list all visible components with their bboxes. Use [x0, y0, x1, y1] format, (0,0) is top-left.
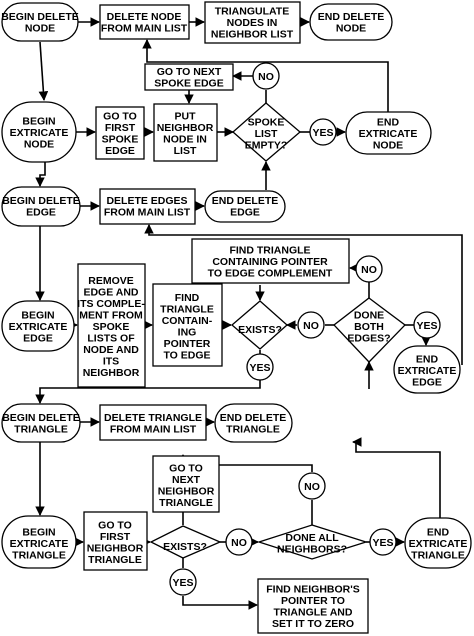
yes-spoke-label: YES: [312, 127, 333, 139]
find-triangle-complement-box: [191, 238, 350, 284]
end-extricate-triangle-terminal: [404, 517, 472, 569]
no-exists-edge-label: NO: [303, 320, 319, 332]
go-first-neighbor-box: [83, 511, 148, 571]
yes-exists-triangle-connector: [169, 568, 197, 596]
done-all-neighbors-decision: [256, 524, 369, 560]
end-delete-triangle-terminal: [214, 403, 293, 443]
exists-edge-label: EXISTS?: [238, 324, 282, 336]
no-spoke-connector: [252, 62, 280, 90]
end-delete-node-terminal: [309, 3, 393, 41]
begin-delete-triangle-terminal: [1, 403, 81, 443]
done-both-edges-decision: [333, 297, 406, 363]
yes-exists-edge-label: YES: [249, 362, 270, 374]
yes-both-edges-label: YES: [416, 320, 437, 332]
go-next-neighbor-box: [152, 455, 220, 513]
yes-both-edges-connector: [413, 311, 441, 339]
begin-delete-node-terminal: [1, 2, 79, 42]
no-spoke-label: NO: [258, 71, 274, 83]
begin-extricate-node-terminal: [1, 101, 77, 163]
end-extricate-node-terminal: [345, 111, 432, 155]
begin-extricate-triangle-terminal: [1, 515, 77, 569]
spoke-list-empty-decision: [232, 102, 302, 162]
find-triangle-edge-box: [152, 283, 223, 367]
delete-node-from-main-box: [99, 4, 190, 40]
find-neighbor-pointer-box: [257, 578, 369, 634]
yes-exists-triangle-label: YES: [172, 577, 193, 589]
no-exists-triangle-connector: [225, 528, 253, 556]
exists-triangle-label: EXISTS?: [163, 541, 207, 553]
end-extricate-edge-terminal: [393, 345, 461, 394]
yes-all-neighbors-connector: [369, 528, 397, 556]
edges: [35, 17, 463, 610]
delete-edges-from-main-box: [99, 188, 196, 225]
end-delete-edge-terminal: [204, 190, 286, 223]
exists-triangle-decision: [149, 525, 222, 559]
put-neighbor-box: [153, 103, 218, 162]
begin-delete-edge-terminal: [1, 186, 81, 227]
begin-extricate-edge-terminal: [1, 300, 75, 352]
yes-spoke-connector: [309, 118, 337, 146]
no-complement-label: NO: [361, 264, 377, 276]
yes-all-neighbors-label: YES: [372, 537, 393, 549]
yes-exists-edge-connector: [246, 353, 274, 381]
no-complement-connector: [355, 255, 383, 283]
go-next-spoke-box: [144, 63, 234, 91]
delete-triangle-from-main-box: [99, 404, 207, 441]
exists-edge-decision: [231, 300, 288, 350]
no-neighbor-connector: [298, 472, 326, 500]
remove-edge-box: [77, 263, 146, 388]
no-neighbor-label: NO: [304, 481, 320, 493]
go-first-spoke-box: [95, 106, 145, 160]
triangulate-box: [204, 1, 301, 44]
no-exists-edge-connector: [297, 311, 325, 339]
no-exists-triangle-label: NO: [231, 537, 247, 549]
